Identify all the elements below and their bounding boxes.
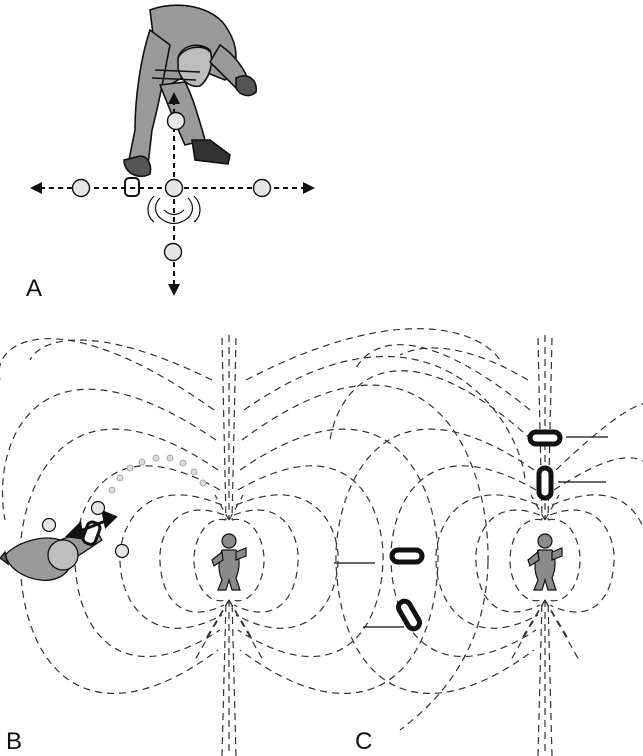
beacon-tilted-left [396, 599, 421, 631]
beacon-horizontal-top [530, 432, 560, 444]
beacon-horizontal-left [392, 550, 422, 562]
beacon-vertical-top [539, 468, 551, 498]
callout-lines-c [334, 437, 608, 627]
field-lines-c [330, 335, 643, 756]
panel-label-b: B [6, 730, 22, 754]
panel-label-a: A [26, 277, 42, 301]
panel-label-c: C [355, 730, 372, 754]
buried-victim-c [528, 534, 562, 590]
